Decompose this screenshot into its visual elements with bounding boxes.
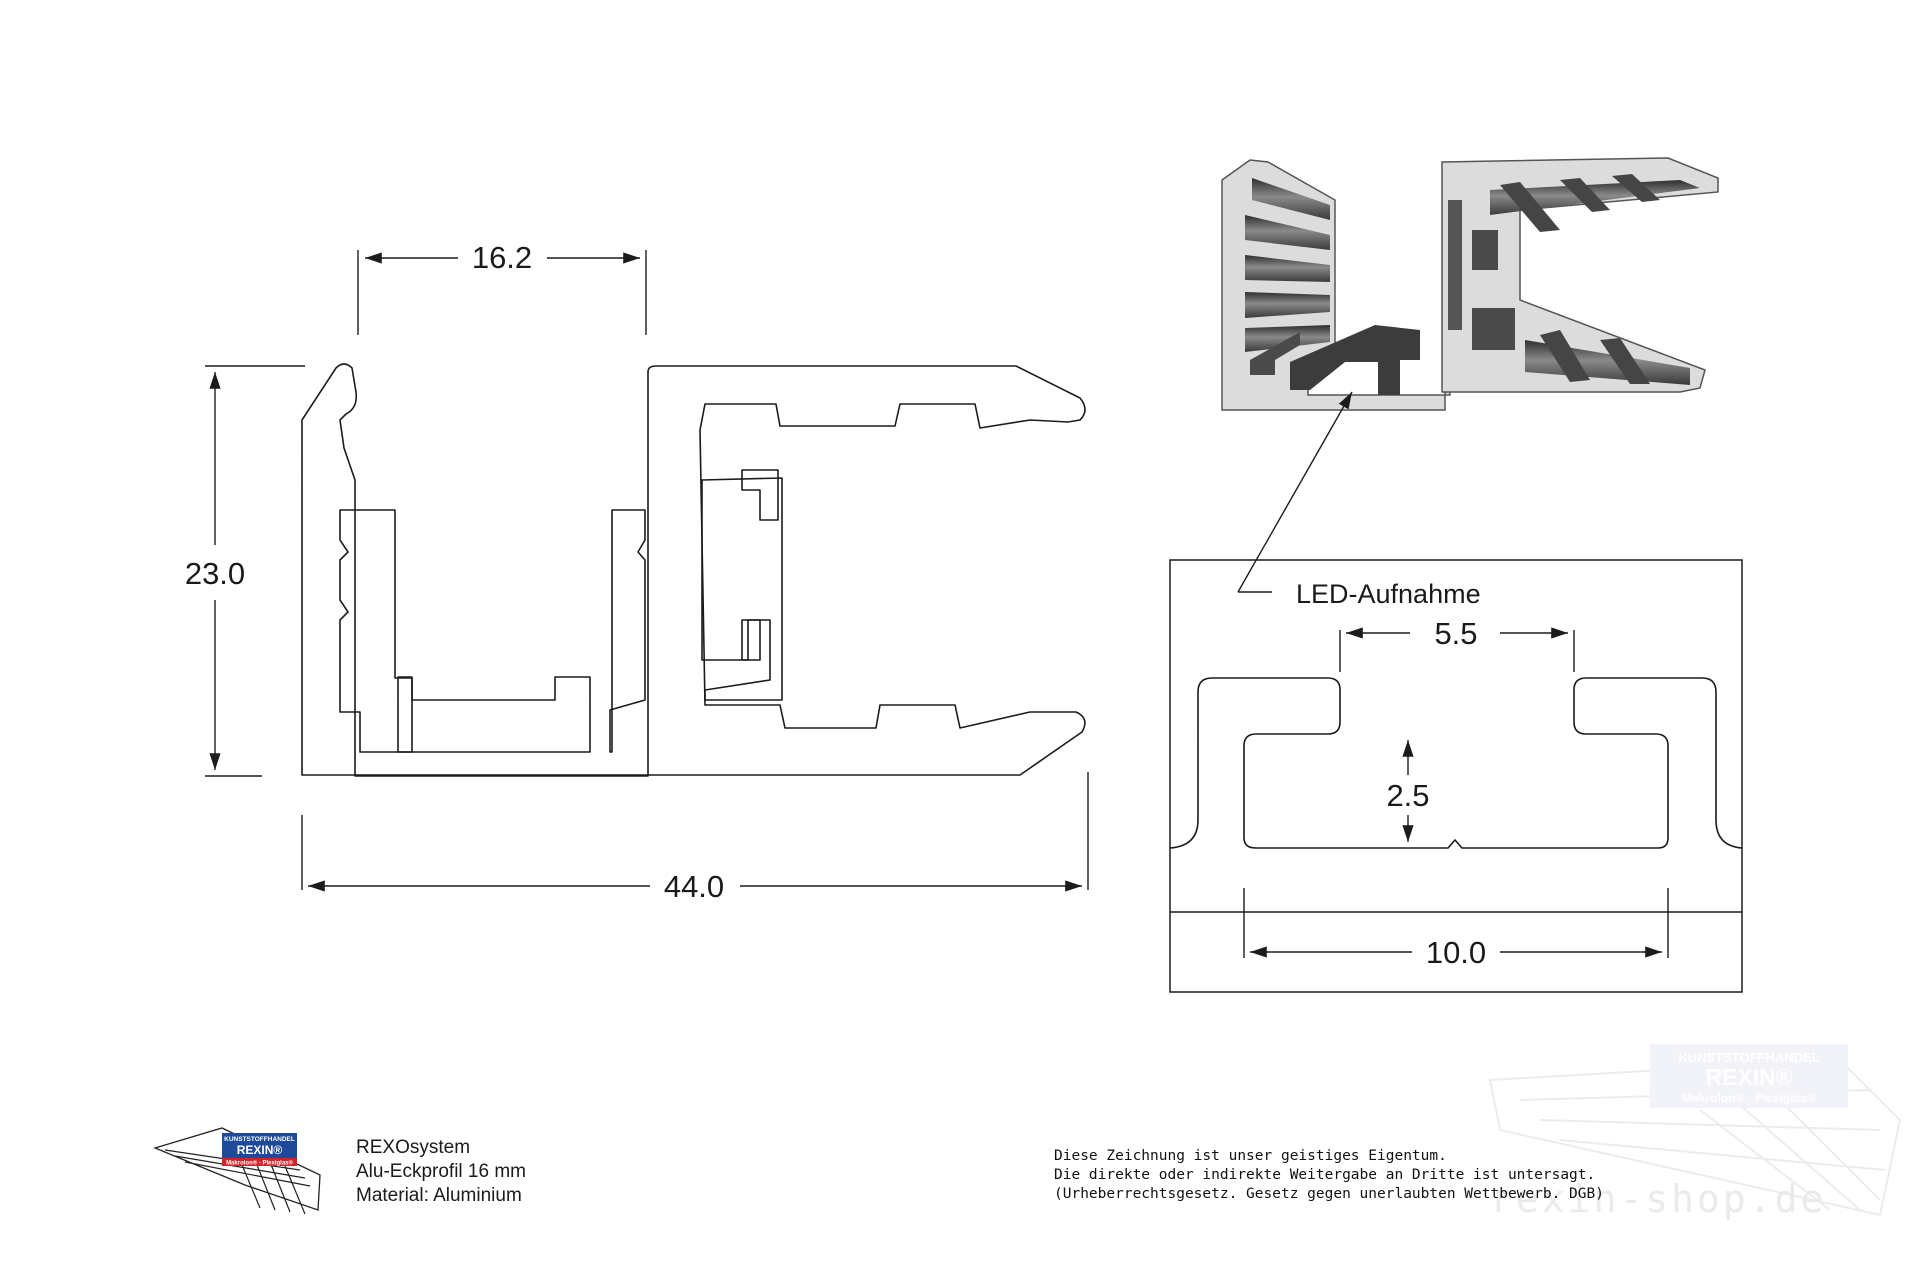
dim-label-44-0: 44.0 xyxy=(664,869,724,904)
legal-notice: Diese Zeichnung ist unser geistiges Eige… xyxy=(1054,1148,1604,1202)
led-callout: LED-Aufnahme xyxy=(1237,391,1481,609)
profile-left-channel xyxy=(339,509,413,753)
profile-outer-outline xyxy=(301,363,1086,777)
detail-frame xyxy=(1169,559,1743,993)
logo: KUNSTSTOFFHANDEL REXIN® Makrolon® · Plex… xyxy=(153,1127,321,1215)
watermark-text: rexin-shop.de xyxy=(1490,1177,1826,1221)
legal-line-2: Die direkte oder indirekte Weitergabe an… xyxy=(1054,1167,1595,1183)
watermark-logo-line2: REXIN® xyxy=(1705,1064,1792,1090)
dim-label-23-0: 23.0 xyxy=(185,556,245,591)
title-line-1: REXOsystem xyxy=(356,1137,470,1158)
dimension-total-width: 44.0 xyxy=(301,772,1089,904)
profile-right-wall xyxy=(609,509,646,753)
dim-label-5-5: 5.5 xyxy=(1434,616,1477,651)
dim-label-10-0: 10.0 xyxy=(1426,935,1486,970)
profile-web-slot xyxy=(701,477,783,701)
profile-web-hook-lower xyxy=(741,619,761,661)
watermark: KUNSTSTOFFHANDEL REXIN® Makrolon® · Plex… xyxy=(1488,1044,1902,1221)
detail-slot-outline xyxy=(1169,677,1743,849)
legal-line-1: Diese Zeichnung ist unser geistiges Eige… xyxy=(1054,1148,1447,1164)
profile-cross-section xyxy=(301,363,1086,777)
watermark-logo-line1: KUNSTSTOFFHANDEL xyxy=(1678,1050,1819,1065)
detail-view: 5.5 2.5 10.0 xyxy=(1169,559,1743,993)
dim-label-2-5: 2.5 xyxy=(1386,778,1429,813)
dim-label-16-2: 16.2 xyxy=(472,240,532,275)
logo-line2: REXIN® xyxy=(237,1143,283,1157)
title-line-2: Alu-Eckprofil 16 mm xyxy=(356,1161,526,1182)
dimension-height: 23.0 xyxy=(185,365,305,777)
title-block: REXOsystem Alu-Eckprofil 16 mm Material:… xyxy=(356,1137,526,1206)
dimension-top-width: 16.2 xyxy=(357,240,647,335)
callout-led-aufnahme: LED-Aufnahme xyxy=(1296,579,1481,609)
logo-line3: Makrolon® · Plexiglas® xyxy=(226,1160,293,1167)
watermark-logo-line3: Makrolon® · Plexiglas® xyxy=(1682,1091,1816,1105)
title-line-3: Material: Aluminium xyxy=(356,1185,522,1206)
profile-web-hook xyxy=(741,469,779,521)
profile-3d-render xyxy=(1221,157,1719,411)
profile-center-cavity xyxy=(397,676,591,753)
logo-line1: KUNSTSTOFFHANDEL xyxy=(224,1136,295,1143)
legal-line-3: (Urheberrechtsgesetz. Gesetz gegen unerl… xyxy=(1054,1186,1604,1202)
